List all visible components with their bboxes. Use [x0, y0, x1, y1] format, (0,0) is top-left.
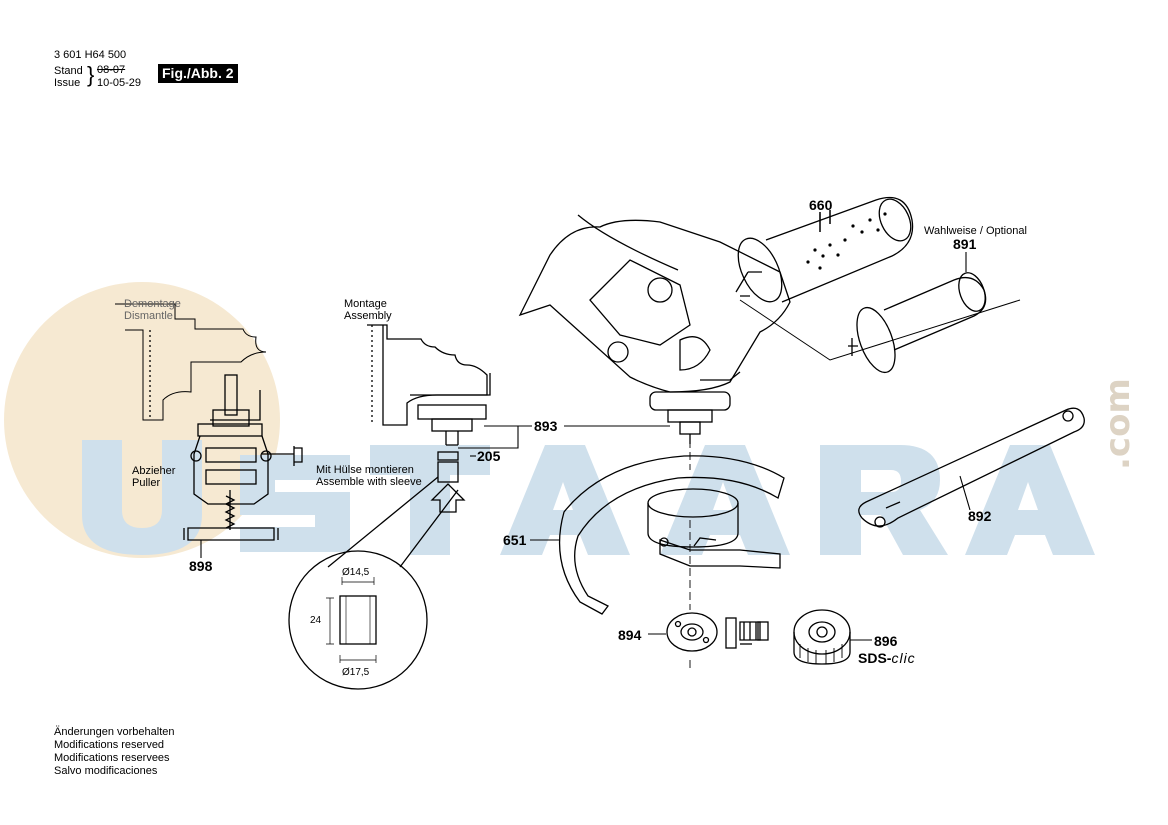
- puller-label-en: Puller: [132, 477, 161, 489]
- watermark-letters: [82, 440, 1095, 555]
- part-894: 894: [618, 627, 642, 643]
- spanner-892: [858, 407, 1085, 528]
- issue-date: 10-05-29: [97, 77, 142, 89]
- sds-text: SDS-: [858, 650, 892, 666]
- dismantle-label-de: Demontage: [124, 298, 181, 310]
- part-896: 896: [874, 633, 898, 649]
- assembly-head-outline: [367, 324, 491, 446]
- dismantle-head-outline: [115, 303, 267, 421]
- handle-connection-line: [739, 299, 1021, 361]
- doc-number: 3 601 H64 500: [54, 49, 127, 61]
- leader-892: [959, 475, 971, 511]
- part-893: 893: [534, 418, 558, 434]
- side-handle-660: [735, 196, 914, 303]
- part-892: 892: [968, 508, 992, 524]
- puller-label-de: Abzieher: [132, 465, 176, 477]
- puller-tool: [183, 374, 303, 541]
- spindle-parts: [725, 617, 769, 649]
- sds-clic-text: clic: [891, 650, 916, 666]
- leader-893: [458, 425, 670, 449]
- sleeve-outer-diameter: Ø17,5: [342, 667, 370, 678]
- part-898: 898: [189, 558, 213, 574]
- footer-note-de: Änderungen vorbehalten: [54, 726, 175, 738]
- sleeve-detail: [288, 476, 459, 690]
- issue-label: Issue: [54, 77, 81, 89]
- part-660: 660: [809, 197, 833, 213]
- sleeve-inner-diameter: Ø14,5: [342, 567, 370, 578]
- sleeve-height: 24: [310, 615, 322, 626]
- stand-date: 08-07: [97, 64, 126, 76]
- footer-note-es: Salvo modificaciones: [54, 765, 158, 777]
- sleeve-label-de: Mit Hülse montieren: [316, 464, 414, 476]
- sds-clic-nut-896: [793, 609, 851, 665]
- part-205: 205: [477, 448, 501, 464]
- optional-handle-891: [848, 272, 987, 374]
- part-891: 891: [953, 236, 977, 252]
- header-brace: }: [87, 62, 95, 87]
- grinder-body: [518, 214, 791, 444]
- footer-note-en: Modifications reserved: [54, 739, 165, 751]
- watermark-circle: [4, 282, 280, 558]
- sds-clic-label: SDS-clic: [858, 650, 916, 666]
- part-651: 651: [503, 532, 527, 548]
- optional-label: Wahlweise / Optional: [924, 225, 1027, 237]
- assembly-label-en: Assembly: [344, 310, 392, 322]
- assembly-label-de: Montage: [344, 298, 387, 310]
- figure-badge: Fig./Abb. 2: [158, 64, 238, 83]
- dismantle-label-en: Dismantle: [124, 310, 173, 322]
- flange-894: [666, 612, 718, 652]
- wheel-guard: [558, 455, 785, 615]
- sleeve-label-en: Assemble with sleeve: [316, 476, 422, 488]
- stand-label: Stand: [54, 65, 83, 77]
- footer-note-fr: Modifications reservees: [54, 752, 170, 764]
